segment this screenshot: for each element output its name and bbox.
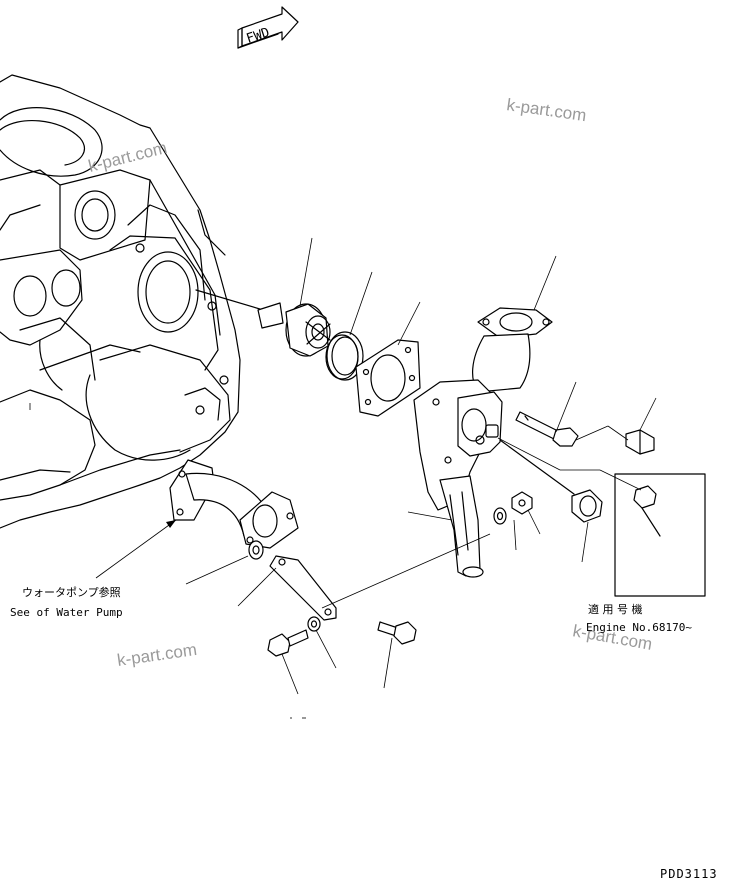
engine-block [0,74,241,529]
fwd-arrow-icon: FWD [237,6,299,49]
nut [511,491,533,515]
elbow-pipe [169,459,299,549]
watermark-3: k-part.com [116,640,198,670]
bracket [269,555,337,621]
seal-ring [325,331,364,381]
long-bolt [515,411,579,447]
water-pump-ref-jp: ウォータポンプ参照 [22,585,121,599]
thermostat [195,289,331,357]
small-washer [307,616,321,632]
water-pump-ref-en: See of Water Pump [10,606,123,619]
bolt-right [377,621,417,645]
applicability-jp: 適 用 号 機 [588,602,643,616]
fwd-label: FWD [245,25,272,47]
o-ring [248,540,264,560]
sensor-plug [625,429,655,455]
union-bolt [499,439,603,523]
applicability-inset [599,469,706,597]
applicability-en: Engine No.68170~ [586,621,692,634]
thermostat-housing [413,307,553,578]
watermark-1: k-part.com [505,95,587,125]
leader-lines [29,237,657,719]
watermark-2: k-part.com [86,138,169,176]
bolt-left [267,629,309,657]
washer [493,507,507,525]
drawing-code: PDD3113 [660,867,718,881]
gasket [355,339,421,417]
